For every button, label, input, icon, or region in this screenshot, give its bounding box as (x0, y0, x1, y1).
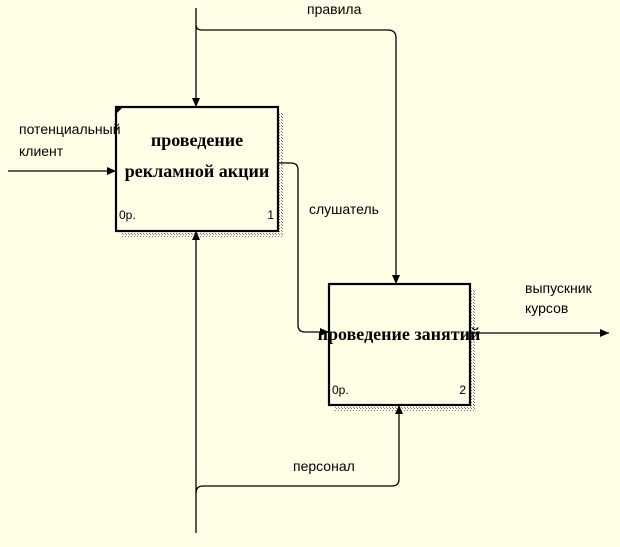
box-1-title-line1: проведение (151, 130, 243, 150)
label-output-line1: выпускник (525, 280, 593, 296)
label-rules: правила (307, 1, 362, 17)
box-1-op-label: 0р. (119, 208, 136, 222)
activity-box-2[interactable]: проведение занятий 0р. 2 (318, 282, 481, 411)
label-input-line2: клиент (19, 143, 64, 159)
arrow-rules-to-box-2 (195, 24, 397, 284)
box-1-title-line2: рекламной акции (125, 161, 269, 181)
arrow-listener-line (278, 162, 329, 333)
arrowhead-input-client (107, 167, 116, 175)
activity-box-1[interactable]: проведение рекламной акции 0р. 1 (114, 105, 284, 237)
box-1-corner-mark (116, 107, 123, 114)
arrowhead-listener (320, 328, 329, 336)
arrow-staff[interactable]: персонал (192, 231, 403, 533)
arrow-output-graduate[interactable]: выпускник курсов (470, 280, 609, 337)
label-output-line2: курсов (525, 300, 568, 316)
box-1-frame (114, 105, 280, 233)
label-input-line1: потенциальный (19, 121, 121, 137)
arrowhead-output-graduate (600, 329, 609, 337)
box-2-frame (327, 282, 472, 407)
arrow-rules[interactable]: правила (192, 1, 400, 284)
arrow-staff-to-box-2 (195, 405, 400, 494)
box-2-op-label: 0р. (332, 383, 349, 397)
box-2-title: проведение занятий (318, 324, 481, 344)
label-staff: персонал (293, 458, 355, 474)
arrowhead-staff-box-1 (192, 231, 200, 240)
arrowhead-staff-box-2 (395, 405, 403, 414)
arrow-input-client[interactable]: потенциальный клиент (8, 121, 121, 175)
label-listener: слушатель (309, 201, 379, 217)
arrowhead-rules-box-2 (392, 275, 400, 284)
box-2-number: 2 (459, 383, 466, 397)
box-1-number: 1 (267, 208, 274, 222)
arrowhead-rules-box-1 (192, 98, 200, 107)
arrow-listener[interactable]: слушатель (278, 162, 379, 336)
